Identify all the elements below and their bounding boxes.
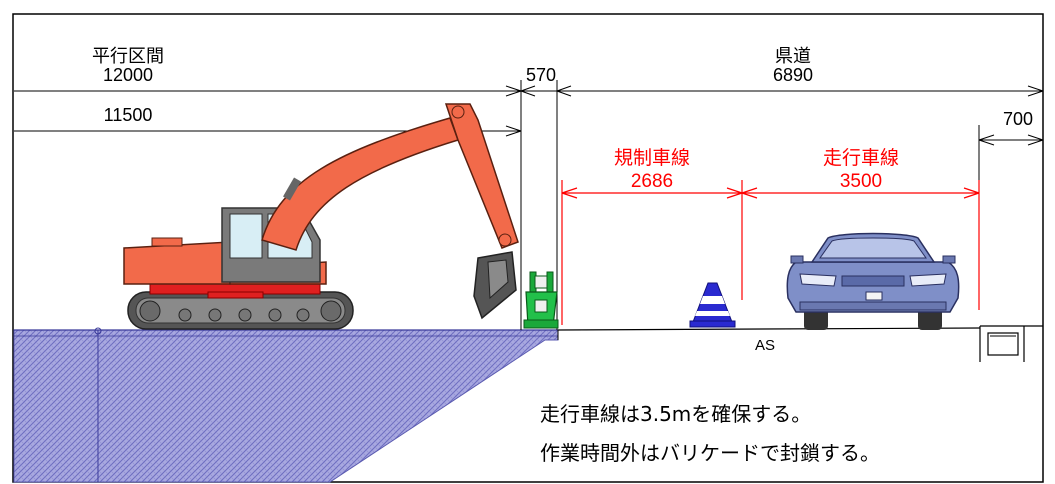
- travel-lane-label: 走行車線: [823, 147, 899, 169]
- parallel-section-value: 12000: [103, 65, 153, 85]
- travel-lane-value: 3500: [840, 171, 882, 192]
- car-icon: [786, 232, 960, 330]
- lane-dimension-lines: [561, 180, 980, 325]
- parallel-section-label: 平行区間: [92, 46, 164, 66]
- shoulder-value: 700: [1003, 109, 1033, 129]
- dimension-lines: [14, 80, 1044, 330]
- note-line-1: 走行車線は3.5mを確保する。: [540, 402, 811, 426]
- prefectural-road-value: 6890: [773, 65, 813, 85]
- drainage-gutter-icon: [979, 326, 1025, 362]
- restricted-lane-value: 2686: [631, 171, 673, 192]
- ground-section: [13, 327, 559, 483]
- prefectural-road-label: 県道: [775, 46, 811, 66]
- excavator-icon: [123, 103, 519, 330]
- pavement-label: AS: [755, 337, 775, 354]
- sub-span-value: 11500: [104, 105, 153, 125]
- gap-value: 570: [526, 65, 556, 85]
- road-surface: [557, 325, 1043, 340]
- barricade-icon: [523, 271, 559, 329]
- restricted-lane-label: 規制車線: [614, 147, 690, 169]
- traffic-cone-icon: [689, 282, 736, 328]
- frame-border: [12, 13, 1044, 483]
- note-line-2: 作業時間外はバリケードで封鎖する。: [540, 441, 880, 465]
